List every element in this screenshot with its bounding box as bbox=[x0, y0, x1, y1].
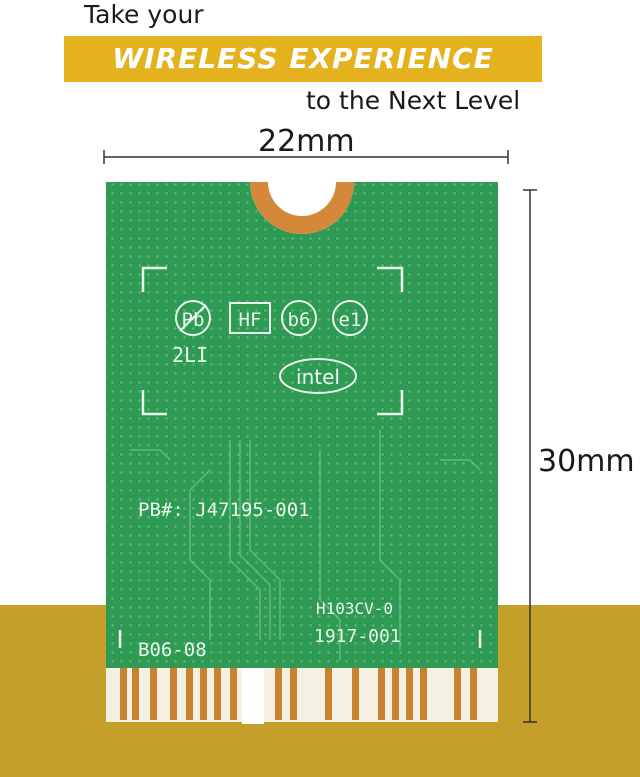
pcb-traces bbox=[130, 430, 481, 660]
hw-code: H103CV-0 bbox=[316, 599, 393, 618]
width-dimension-label: 22mm bbox=[258, 124, 355, 159]
headline-line2: to the Next Level bbox=[306, 86, 521, 115]
pb-number: PB#: J47195-001 bbox=[138, 499, 310, 521]
mark-pb: Pb bbox=[182, 309, 205, 331]
height-dimension-line bbox=[523, 189, 537, 723]
board-code: B06-08 bbox=[138, 639, 207, 661]
code-2li: 2LI bbox=[172, 343, 208, 367]
intel-logo: intel bbox=[296, 365, 340, 389]
connector-key-notch bbox=[242, 668, 264, 724]
date-code: 1917-001 bbox=[314, 626, 401, 647]
certification-marks bbox=[175, 300, 368, 394]
banner-text: WIRELESS EXPERIENCE bbox=[112, 42, 494, 75]
screw-notch-pad bbox=[250, 182, 354, 234]
chip-outline-brackets bbox=[141, 266, 404, 416]
mark-b6: b6 bbox=[288, 309, 311, 331]
mark-e1: e1 bbox=[339, 309, 362, 331]
bottom-brackets bbox=[118, 630, 482, 648]
width-dimension-line bbox=[103, 150, 509, 164]
connector-edge bbox=[106, 665, 498, 722]
headline-banner: WIRELESS EXPERIENCE bbox=[64, 36, 542, 82]
headline-line1: Take your bbox=[84, 0, 204, 29]
gold-contacts bbox=[120, 668, 477, 720]
pcb-via-pattern bbox=[106, 182, 498, 668]
height-dimension-label: 30mm bbox=[538, 444, 635, 479]
mark-hf: HF bbox=[239, 309, 262, 331]
